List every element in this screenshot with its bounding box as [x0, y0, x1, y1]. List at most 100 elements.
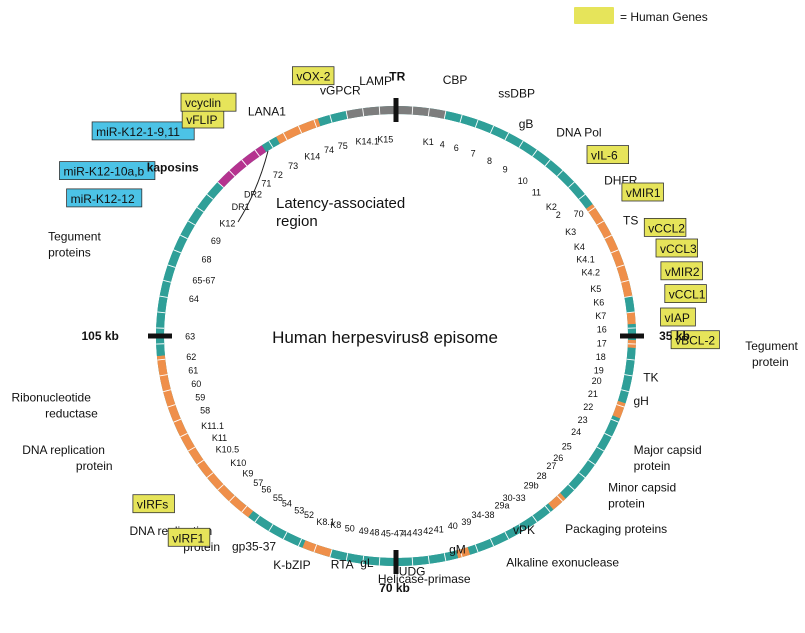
orf-label: 55	[273, 493, 283, 503]
gene-label: protein	[608, 497, 645, 511]
gene-label: miR-K12-1-9,11	[96, 125, 180, 139]
orf-label: K4	[574, 242, 585, 252]
orf-label: K14	[304, 151, 320, 161]
gene-label: gM	[449, 543, 466, 557]
legend-label: = Human Genes	[620, 10, 708, 24]
gene-label: vMIR2	[665, 265, 700, 279]
ring-segment-orange	[631, 312, 632, 324]
gene-label: vOX-2	[296, 70, 330, 84]
gene-label: kaposins	[147, 160, 199, 174]
legend-swatch	[574, 7, 614, 24]
gene-label: vGPCR	[320, 84, 361, 98]
gene-label: Tegument	[745, 339, 798, 353]
orf-label: 27	[546, 461, 556, 471]
gene-label: TS	[623, 213, 638, 227]
orf-label: K4.1	[576, 255, 595, 265]
orf-label: 17	[597, 338, 607, 348]
orf-label: 69	[211, 236, 221, 246]
ring-segment-teal	[160, 324, 161, 356]
orf-label: 20	[592, 376, 602, 386]
orf-label: K1	[423, 137, 434, 147]
legend: = Human Genes	[574, 7, 708, 24]
gene-label: vCCL1	[669, 288, 706, 302]
orf-label: 40	[448, 521, 458, 531]
orf-label: 2	[556, 210, 561, 220]
gene-label: Tegument	[48, 230, 101, 244]
ring-segment-teal	[319, 115, 347, 122]
gene-label: vIRFs	[137, 498, 168, 512]
gene-label: Major capsid	[634, 443, 702, 457]
gene-label: CBP	[443, 73, 468, 87]
orf-label: 43	[412, 528, 422, 538]
gene-label: RTA	[331, 558, 354, 572]
ring-segment-orange	[304, 544, 331, 553]
orf-label: K5	[590, 284, 601, 294]
orf-label: 57	[253, 478, 263, 488]
orf-label: 25	[562, 442, 572, 452]
ring-segment-orange	[551, 496, 563, 507]
orf-label: 62	[186, 352, 196, 362]
orf-label: 22	[583, 402, 593, 412]
orf-label: 48	[369, 528, 379, 538]
orf-label: K14.1	[356, 136, 380, 146]
orf-label: 9	[503, 164, 508, 174]
gene-label: K-bZIP	[273, 558, 310, 572]
orf-label: 53	[294, 506, 304, 516]
orf-label: 50	[345, 524, 355, 534]
orf-label: 10	[518, 176, 528, 186]
gene-label: gH	[634, 394, 649, 408]
orf-label: 29b	[524, 480, 539, 490]
orf-label: 73	[288, 161, 298, 171]
orf-label: K7	[595, 311, 606, 321]
episome-title: Human herpesvirus8 episome	[272, 328, 498, 347]
orf-label: K9	[242, 469, 253, 479]
orf-label: 60	[191, 379, 201, 389]
orf-label: K10	[230, 458, 246, 468]
ring-segment-orange	[278, 122, 319, 140]
gene-label: vFLIP	[186, 113, 217, 127]
orf-label: 45-47	[381, 529, 404, 539]
gene-label: 70 kb	[379, 581, 410, 595]
gene-label: LAMP	[359, 74, 392, 88]
gene-label: Packaging proteins	[565, 522, 667, 536]
gene-label: miR-K12-12	[71, 192, 135, 206]
orf-label: 24	[571, 427, 581, 437]
gene-label: protein	[752, 355, 789, 369]
orf-label: 18	[596, 352, 606, 362]
orf-label: 64	[189, 294, 199, 304]
gene-label: protein	[76, 459, 113, 473]
ring-segment-teal	[628, 297, 630, 313]
gene-label: DNA Pol	[556, 126, 601, 140]
orf-label: 74	[324, 145, 334, 155]
orf-label: K11.1	[201, 421, 224, 431]
gene-label: gL	[360, 556, 374, 570]
gene-label: vCCL3	[660, 242, 697, 256]
latency-region-label-2: region	[276, 213, 318, 230]
gene-label: ssDBP	[498, 87, 535, 101]
orf-label: K6	[593, 297, 604, 307]
orf-label: 8	[487, 156, 492, 166]
gene-label: gp35-37	[232, 540, 276, 554]
orf-label: 34-38	[471, 510, 494, 520]
gene-label: Alkaline exonuclease	[506, 556, 619, 570]
latency-region: Latency-associated region	[238, 151, 405, 230]
orf-label: 7	[471, 149, 476, 159]
gene-label: Minor capsid	[608, 481, 676, 495]
gene-label: vIAP	[665, 311, 690, 325]
gene-label: protein	[634, 459, 671, 473]
gene-label: TK	[643, 371, 658, 385]
latency-region-label-1: Latency-associated	[276, 195, 405, 212]
orf-label: K10.5	[216, 445, 240, 455]
orf-label: K15	[377, 135, 393, 145]
gene-label: Ribonucleotide	[12, 390, 92, 404]
gene-label: gB	[519, 117, 534, 131]
orf-label: 59	[195, 392, 205, 402]
orf-label: 58	[200, 405, 210, 415]
orf-label: 75	[338, 141, 348, 151]
orf-label: 39	[461, 517, 471, 527]
orf-label: 16	[597, 325, 607, 335]
ring-segment-orange	[161, 356, 251, 514]
orf-label: 52	[304, 510, 314, 520]
